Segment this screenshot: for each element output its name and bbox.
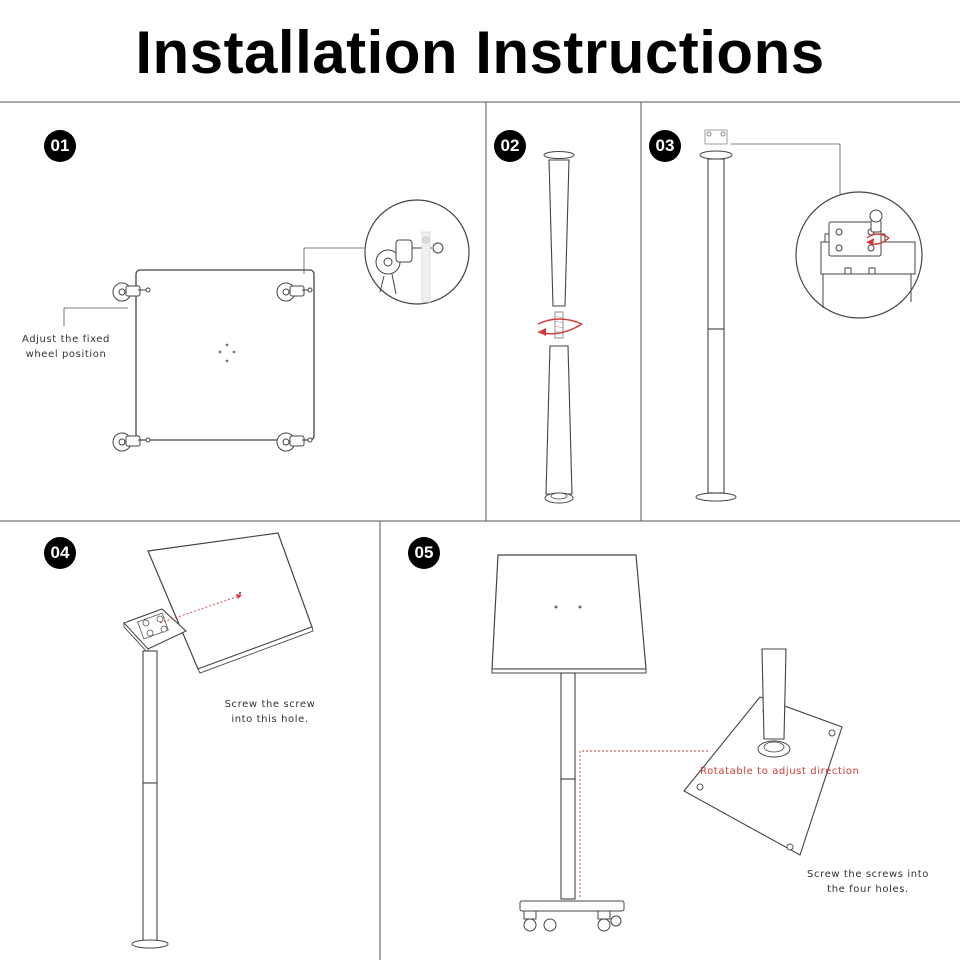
- step-02-badge: 02: [494, 130, 526, 162]
- step-01-note-line-2: wheel position: [25, 349, 107, 360]
- page-title: Installation Instructions: [135, 19, 825, 86]
- step-01-illustration: [63, 199, 470, 452]
- step-05-panel: 05 Rotatable to adjust direction Screw t…: [380, 521, 960, 960]
- step-02-illustration: [537, 151, 583, 504]
- step-04-note: Screw the screw into this hole.: [214, 697, 326, 727]
- step-05-illustration: [491, 554, 843, 932]
- step-03-illustration: [695, 129, 923, 502]
- step-04-illustration: [123, 532, 314, 949]
- step-05-badge: 05: [408, 537, 440, 569]
- step-04-note-line-1: Screw the screw: [224, 699, 316, 710]
- step-01-badge: 01: [44, 130, 76, 162]
- step-04-badge: 04: [44, 537, 76, 569]
- step-03-panel: 03: [641, 102, 960, 521]
- step-04-panel: 04 Screw the screw into this hole.: [0, 521, 380, 960]
- caster-icon: [112, 282, 313, 452]
- step-05-note-line-1: Screw the screws into: [807, 869, 929, 880]
- step-02-panel: 02: [486, 102, 641, 521]
- step-01-panel: 01 Adjust the fixed: [0, 102, 486, 521]
- step-05-note: Screw the screws into the four holes.: [806, 867, 930, 897]
- step-01-note: Adjust the fixed wheel position: [14, 332, 118, 362]
- step-01-note-line-1: Adjust the fixed: [21, 334, 111, 345]
- step-05-note-line-2: the four holes.: [827, 884, 909, 895]
- rotatable-note: Rotatable to adjust direction: [700, 766, 860, 777]
- step-03-badge: 03: [649, 130, 681, 162]
- step-04-note-line-2: into this hole.: [231, 714, 309, 725]
